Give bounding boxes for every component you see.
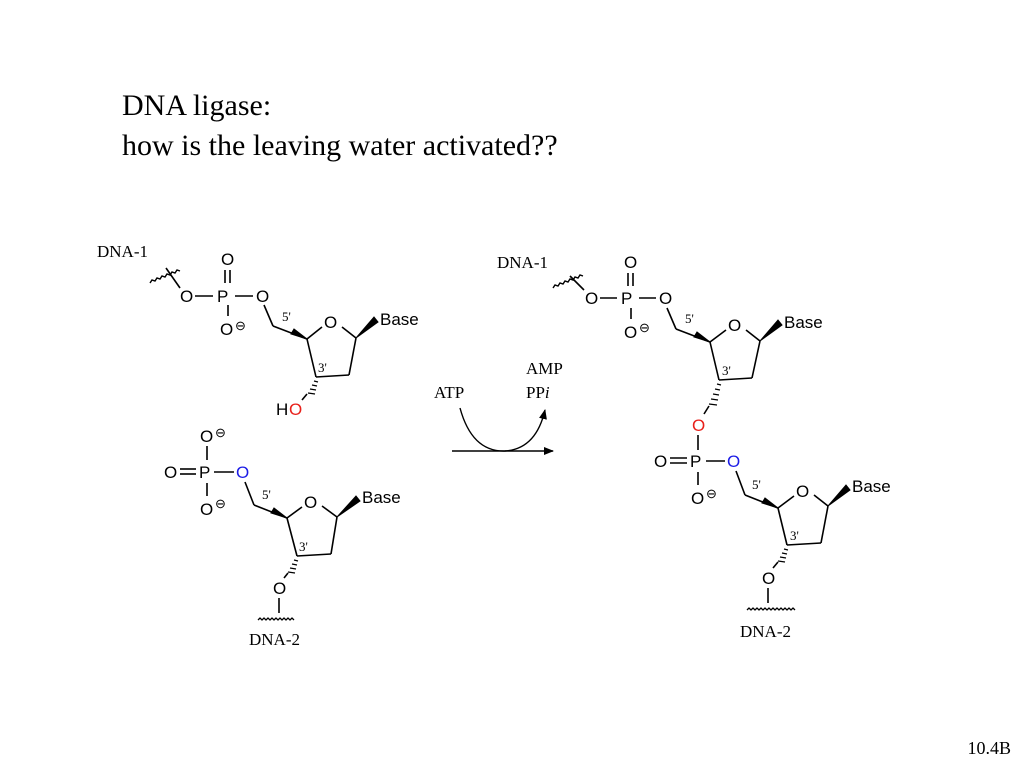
minus-charge-icon: ⊖ — [639, 320, 650, 335]
product-bridge-o-red: O — [692, 416, 705, 435]
product-sugar1-ring-o: O — [728, 316, 741, 335]
dna1-fragment: DNA-1 O P O O O ⊖ 5' O Base 3' H O — [97, 242, 419, 419]
phosphate2-o-double: O — [164, 463, 177, 482]
product-sugar1-3prime-label: 3' — [722, 363, 731, 378]
product-sugar2-ring-o: O — [796, 482, 809, 501]
minus-charge-icon: ⊖ — [215, 425, 226, 440]
hydroxyl-h: H — [276, 400, 288, 419]
phosphate1-o-right: O — [256, 287, 269, 306]
product-sugar2-3prime-label: 3' — [790, 528, 799, 543]
product-sugar2-base-label: Base — [852, 477, 891, 496]
phosphate1-o-top: O — [221, 250, 234, 269]
product-dna1-label: DNA-1 — [497, 253, 548, 272]
sugar2-ring-o: O — [304, 493, 317, 512]
product-phosphate1-p: P — [621, 289, 632, 308]
hydroxyl-o-red: O — [289, 400, 302, 419]
product-sugar1-base-label: Base — [784, 313, 823, 332]
product-phosphate2-o-blue: O — [727, 452, 740, 471]
dna1-wavy-break — [149, 269, 181, 284]
ligated-product: DNA-1 O P O O O ⊖ 5' O Base 3' O O P — [497, 253, 891, 641]
page-number: 10.4B — [967, 738, 1011, 758]
sugar2-5prime-label: 5' — [262, 487, 271, 502]
sugar1-3prime-label: 3' — [318, 360, 327, 375]
product-dna2-label: DNA-2 — [740, 622, 791, 641]
product-sugar2-3prime-o: O — [762, 569, 775, 588]
dna2-fragment: O ⊖ O P O O ⊖ 5' O Base 3' O DNA-2 — [164, 425, 401, 649]
minus-charge-icon: ⊖ — [235, 318, 246, 333]
dna2-wavy-break — [257, 617, 295, 621]
phosphate2-p: P — [199, 463, 210, 482]
dna1-label: DNA-1 — [97, 242, 148, 261]
product-dna2-wavy-break — [746, 607, 796, 611]
phosphate1-o-minus: O — [220, 320, 233, 339]
product-amp: AMP — [526, 359, 563, 378]
phosphate2-o-bottom-minus: O — [200, 500, 213, 519]
product-dna1-wavy-break — [552, 274, 584, 289]
product-phosphate1-o-right: O — [659, 289, 672, 308]
product-phosphate1-o-minus: O — [624, 323, 637, 342]
slide-title: DNA ligase: how is the leaving water act… — [122, 86, 558, 166]
product-phosphate2-p: P — [690, 452, 701, 471]
sugar1-base-label: Base — [380, 310, 419, 329]
phosphate1-o-left: O — [180, 287, 193, 306]
dna2-label: DNA-2 — [249, 630, 300, 649]
product-phosphate2-o-minus: O — [691, 489, 704, 508]
phosphate2-o-blue: O — [236, 463, 249, 482]
title-line-2: how is the leaving water activated?? — [122, 129, 558, 162]
product-sugar1-5prime-label: 5' — [685, 311, 694, 326]
sugar2-base-label: Base — [362, 488, 401, 507]
product-phosphate1-o-top: O — [624, 253, 637, 272]
sugar2-3prime-o: O — [273, 579, 286, 598]
curved-arrow — [459, 407, 547, 452]
title-line-1: DNA ligase: — [122, 89, 272, 122]
product-ppi: PPi — [526, 383, 550, 402]
product-phosphate1-o-left: O — [585, 289, 598, 308]
reagent-atp: ATP — [434, 383, 464, 402]
phosphate1-p: P — [217, 287, 228, 306]
sugar1-ring-o: O — [324, 313, 337, 332]
product-sugar2-5prime-label: 5' — [752, 477, 761, 492]
sugar2-3prime-label: 3' — [299, 539, 308, 554]
reaction-arrow-group: ATP AMP PPi — [434, 359, 563, 455]
phosphate2-o-top-minus: O — [200, 427, 213, 446]
product-phosphate2-o-double: O — [654, 452, 667, 471]
sugar1-5prime-label: 5' — [282, 309, 291, 324]
minus-charge-icon: ⊖ — [215, 496, 226, 511]
minus-charge-icon: ⊖ — [706, 486, 717, 501]
